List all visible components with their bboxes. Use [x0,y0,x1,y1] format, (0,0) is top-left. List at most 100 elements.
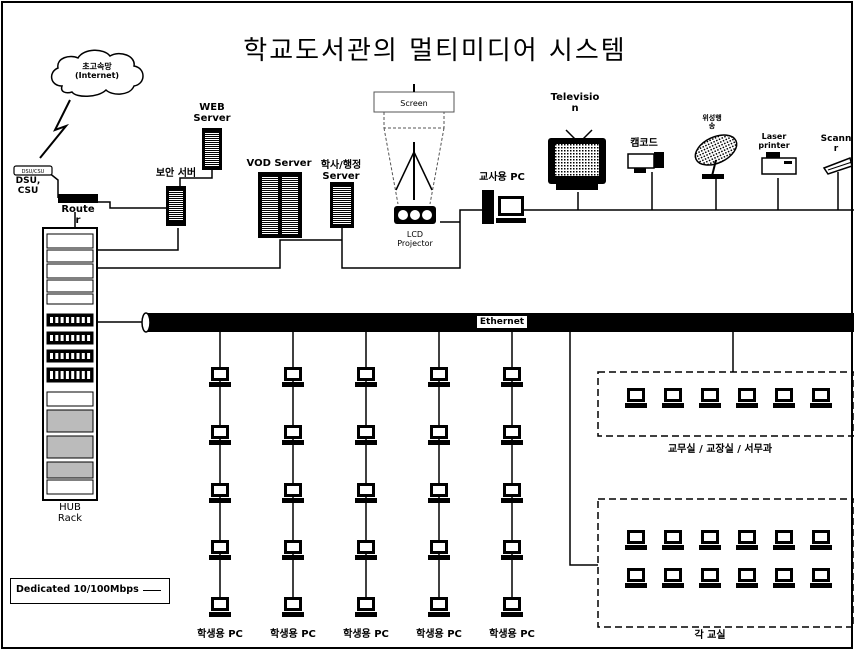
student-pc [355,597,377,617]
admin-label: 학사/행정 Server [320,160,362,182]
office-pc [625,388,647,408]
student-pc [428,483,450,503]
office-pc [662,388,684,408]
dsu-box-label: DSU/CSU [22,169,45,175]
dsu-router-link [47,171,59,198]
student-pc [355,540,377,560]
student-pc [282,483,304,503]
student-pc [428,425,450,445]
laser-printer [761,152,797,175]
screen-label: Screen [400,99,428,108]
firewall-web-link [179,170,213,186]
router-label: Route r [61,204,95,226]
student-pc [428,540,450,560]
classroom-group-box [597,498,854,628]
lightning-link [39,99,71,159]
classroom-pc [625,530,647,550]
router-firewall-link [96,201,166,209]
classroom-pc-grid [625,530,832,588]
classroom-pc [810,530,832,550]
web-server [202,128,222,170]
camcorder-label: 캠코드 [630,138,658,149]
office-label: 교무실 / 교장실 / 서무과 [667,444,773,455]
classroom-pc [773,568,795,588]
office-pc [773,388,795,408]
student-pc [501,425,523,445]
firewall-label: 보안 서버 [155,168,197,179]
office-pc [736,388,758,408]
legend: Dedicated 10/100Mbps [10,578,170,604]
vod-server [258,172,302,238]
satellite-label: 위성행 송 [702,114,722,130]
web-label: WEB Server [193,102,231,124]
router-device [58,194,98,203]
student-pc-label: 학생용 PC [343,629,389,640]
student-pc [355,367,377,387]
student-pc [355,483,377,503]
teacher-label: 교사용 PC [479,172,525,183]
classroom-pc [662,568,684,588]
office-group-box [597,371,854,437]
office-pc [810,388,832,408]
office-pc-row [625,388,832,408]
student-pc [209,540,231,560]
student-pc [209,425,231,445]
classroom-pc [699,568,721,588]
student-pc [501,483,523,503]
satellite-dish [694,134,738,179]
rack-firewall-link [96,228,179,251]
classroom-pc [810,568,832,588]
laser-label: Laser printer [758,132,790,150]
legend-text: Dedicated 10/100Mbps [16,584,139,595]
student-pc-grid [209,332,523,617]
student-pc [428,597,450,617]
hub-label: HUB Rack [57,502,83,524]
classroom-pc [773,530,795,550]
student-pc-label: 학생용 PC [416,629,462,640]
student-pc [209,597,231,617]
classroom-pc [662,530,684,550]
lcd-projector [394,206,436,224]
scanner-label: Scann r [820,134,852,154]
lcd-label: LCD Projector [397,230,433,248]
legend-line [143,590,161,591]
student-pc-label: 학생용 PC [197,629,243,640]
ethernet-backbone [141,312,854,333]
student-pc [355,425,377,445]
classroom-pc [699,530,721,550]
internet-label: 초고속망 (Internet) [74,62,120,80]
internet-cloud [50,49,144,97]
links [39,99,854,566]
student-pc [428,367,450,387]
ethernet-label: Ethernet [479,317,525,327]
classroom-pc [736,568,758,588]
student-pc [501,540,523,560]
student-pc [501,367,523,387]
teacher-pc [482,190,526,224]
office-pc [699,388,721,408]
diagram-title: 학교도서관의 멀티미디어 시스템 [243,36,627,66]
student-pc-label: 학생용 PC [270,629,316,640]
student-pc [282,540,304,560]
classroom-label: 각 교실 [694,630,726,641]
television [548,129,606,190]
classroom-pc [736,530,758,550]
student-pc [282,597,304,617]
hub-rack [42,227,98,501]
student-pc [501,597,523,617]
classroom-pc [625,568,647,588]
vod-label: VOD Server [246,158,312,169]
dsu-csu-device: DSU/CSU [13,165,53,176]
student-pc [209,367,231,387]
student-pc [282,425,304,445]
student-pc [282,367,304,387]
student-pc-label: 학생용 PC [489,629,535,640]
camcorder [627,152,664,173]
student-pc [209,483,231,503]
admin-server [330,182,354,228]
tv-label: Televisio n [550,92,600,114]
firewall-server [166,186,186,226]
ethernet-classroom-link [569,332,598,566]
